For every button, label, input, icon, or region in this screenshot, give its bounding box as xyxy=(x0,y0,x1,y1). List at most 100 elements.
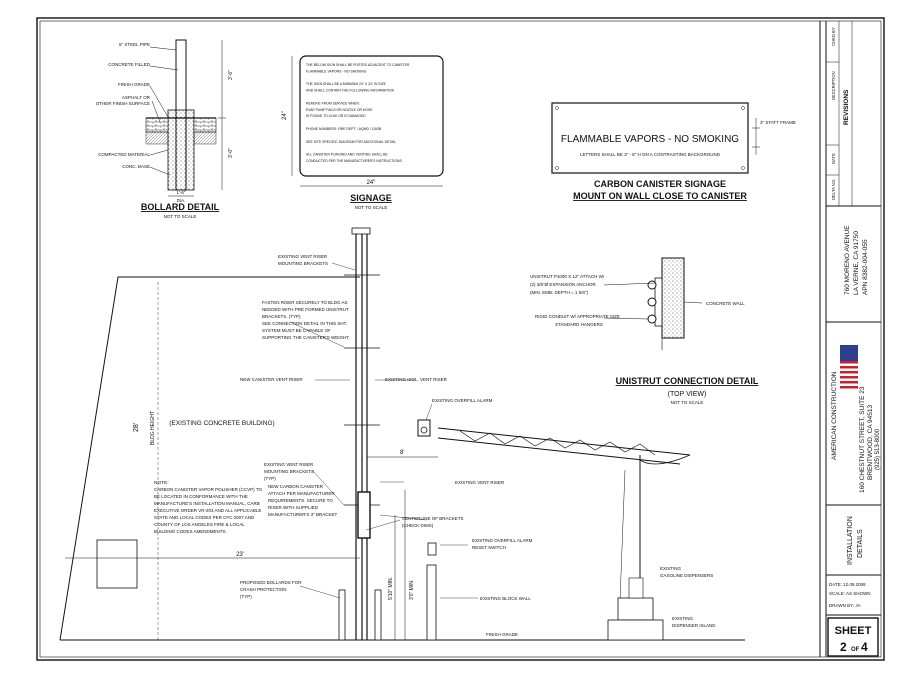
signage-line: ALL CANISTER PURGING AND VENTING SHALL B… xyxy=(306,153,388,157)
elev-bollards-note: PROPOSED BOLLARDS FOR CRASH PROTECTION (… xyxy=(240,580,302,599)
signage-width: 24" xyxy=(367,180,376,186)
elev-dim-23: 23' xyxy=(236,552,244,558)
svg-text:SUPPORTING THE CANISTER'S WEIG: SUPPORTING THE CANISTER'S WEIGHT. xyxy=(262,335,350,340)
outer-border xyxy=(36,17,885,661)
unistrut-wall: CONCRETE WALL xyxy=(706,301,745,306)
bollard-title: BOLLARD DETAIL xyxy=(141,202,220,212)
inner-border xyxy=(39,20,882,658)
svg-text:MANUFACTURER'S 3" BRACKET: MANUFACTURER'S 3" BRACKET xyxy=(268,512,337,517)
signage-line: REMOVE FROM SERVICE WHEN: xyxy=(306,101,360,105)
svg-text:PROPOSED BOLLARDS FOR: PROPOSED BOLLARDS FOR xyxy=(240,580,302,585)
svg-text:CRASH PROTECTION: CRASH PROTECTION xyxy=(240,587,287,592)
rev-col-date: DATE xyxy=(831,153,836,164)
bollard-dim-top: 3'-6" xyxy=(228,70,234,80)
rev-col-desc: DESCRIPTION xyxy=(831,71,836,100)
unistrut-subtitle: (TOP VIEW) xyxy=(668,391,707,398)
bollard-label-asphalt2: OTHER FINISH SURFACE xyxy=(96,101,150,106)
sheet-title2: DETAILS xyxy=(857,529,864,558)
company-phone: (925) 513-8000 xyxy=(875,428,881,470)
note-line: STATE AND LOCAL CODES PER CFC 2007 AND xyxy=(154,515,255,520)
signage-line: IS FOUND TO LEAK OR IS DAMAGED xyxy=(306,114,366,118)
elev-overfill2: RESET SWITCH xyxy=(472,545,506,550)
sheet-label: SHEET xyxy=(835,625,872,637)
company-address2: BRENTWOOD, CA 94513 xyxy=(867,404,874,480)
elev-island1: EXISTING xyxy=(672,616,694,621)
signage-panel xyxy=(291,55,444,187)
canister-sign-title2: MOUNT ON WALL CLOSE TO CANISTER xyxy=(573,191,747,201)
bollard-dim-bottom: 3'-0" xyxy=(228,148,234,158)
elev-vent-riser: EXISTING VENT RISER xyxy=(455,480,505,485)
site-address3: APN 8382-004-055 xyxy=(862,239,869,295)
site-address2: LA VERNE, CA 91750 xyxy=(853,231,860,295)
company-name: AMERICAN CONSTRUCTION xyxy=(831,371,838,460)
elev-existing-vent-riser: EXISTING ISOL. VENT RISER xyxy=(385,377,448,382)
elev-disp2: GASOLINE DISPENSERS xyxy=(660,573,713,578)
unistrut-conduit1: RIGID CONDUIT W/ APPROPRIATE SIZE xyxy=(535,314,620,319)
svg-text:NOTE:: NOTE: xyxy=(154,480,169,486)
unistrut-note2: (2) 3/8"Ø EXPANSION ANCHOR xyxy=(530,282,597,287)
elev-building: (EXISTING CONCRETE BUILDING) xyxy=(169,420,274,427)
signage-line: EVAP PUMP FAILS OR NOZZLE OR HOSE xyxy=(306,108,373,112)
elev-block-wall: EXISTING BLOCK WALL xyxy=(480,596,531,601)
sheet-number: 2 xyxy=(840,640,847,654)
tb-drawn: DRAWN BY: JA xyxy=(829,603,861,608)
svg-text:MOUNTING BRACKETS: MOUNTING BRACKETS xyxy=(264,469,314,474)
elev-dim-8: 8' xyxy=(400,450,404,456)
signage-line: SEE SITE SPECIFIC DIAGRAM FOR ADDITIONAL… xyxy=(306,140,396,144)
rev-col-delta: DELTA NO. xyxy=(831,179,836,200)
signage-scale: NOT TO SCALE xyxy=(355,205,388,210)
unistrut-scale: NOT TO SCALE xyxy=(671,400,704,405)
elev-bldg-dim: 28' xyxy=(133,423,140,432)
elev-new-canister: NEW CARBON CANISTER ATTACH PER MANUFACTU… xyxy=(268,484,337,517)
unistrut-note1: UNISTRUT P1000 X 12" ATTACH W/ xyxy=(530,274,605,279)
canister-sign-title1: CARBON CANISTER SIGNAGE xyxy=(594,179,726,189)
bollard-dim-dia: 1'-6" xyxy=(177,190,186,195)
elevation-drawing xyxy=(59,227,745,641)
unistrut-note3: (MIN. EMB. DEPTH = 1 5/8") xyxy=(530,290,588,295)
note-line: EXECUTIVE ORDER VR-203 AND ALL APPLICABL… xyxy=(154,508,261,513)
svg-text:RISER WITH SUPPLIED: RISER WITH SUPPLIED xyxy=(268,505,319,510)
elev-dim-v2: 3'0" MIN. xyxy=(409,580,415,600)
elev-dim-v1: 5'10" MIN. xyxy=(388,577,394,600)
elev-note: NOTE: CARBON CANISTER VAPOR POLISHER (CC… xyxy=(154,480,263,534)
elev-fasten-note: FASTEN RISER SECURELY TO BLDG AS NEEDED … xyxy=(262,300,350,340)
bollard-dim-dia2: DIA. xyxy=(177,198,186,203)
tb-date: DATE: 12.09.2008 xyxy=(829,582,866,587)
elev-existing-vent: EXISTING VENT RISER xyxy=(278,254,328,259)
svg-text:EXISTING VENT RISER: EXISTING VENT RISER xyxy=(264,462,314,467)
unistrut-detail xyxy=(603,257,703,350)
elev-existing-vent2: MOUNTING BRACKETS xyxy=(278,261,328,266)
signage-line: AND SHALL CONTAIN THE FOLLOWING INFORMAT… xyxy=(306,89,395,93)
signage-line: THE BELOW SIGN SHALL BE POSTED ADJACENT … xyxy=(306,63,410,67)
svg-text:NEEDED WITH PRE FORMED UNISTRU: NEEDED WITH PRE FORMED UNISTRUT xyxy=(262,307,349,312)
canister-sign-panel xyxy=(551,102,749,174)
elev-alarm: EXISTING OVERFILL ALARM xyxy=(432,398,493,403)
note-line: CARBON CANISTER VAPOR POLISHER (CCVP) TO xyxy=(154,487,263,492)
rev-col-chkd: CHKD BY xyxy=(831,27,836,46)
revisions-title: REVISIONS xyxy=(843,89,850,125)
svg-text:SYSTEM MUST BE CAPABLE OF: SYSTEM MUST BE CAPABLE OF xyxy=(262,328,331,333)
elev-centerline1: CENTERLINE OF BRACKETS xyxy=(402,516,464,521)
company-address1: 160 CHESTNUT STREET, SUITE 23 xyxy=(859,386,866,493)
bollard-detail xyxy=(145,39,226,197)
signage-line: CONDUCTED PER THE MANUFACTURER'S INSTRUC… xyxy=(306,159,402,163)
bollard-label-asphalt: ASPHALT OR xyxy=(122,95,151,100)
bollard-label-concrete: CONCRETE FILLED xyxy=(108,62,151,67)
note-line: COUNTY OF LOS ANGELES FIRE & LOCAL xyxy=(154,522,245,527)
note-line: BE LOCATED IN CONFORMANCE WITH THE xyxy=(154,494,248,499)
note-line: MANUFACTURE'S INSTALLATION MANUAL, CARB xyxy=(154,501,260,506)
svg-text:(TYP): (TYP) xyxy=(240,594,252,599)
svg-text:FASTEN RISER SECURELY TO BLDG: FASTEN RISER SECURELY TO BLDG AS xyxy=(262,300,347,305)
bollard-label-pipe: 6" STEEL PIPE xyxy=(119,42,150,47)
tb-scale: SCALE: AS SHOWN xyxy=(829,591,871,596)
elev-centerline2: (CHECK DIMS) xyxy=(402,523,434,528)
bollard-scale: NOT TO SCALE xyxy=(164,214,197,219)
sheet-total: 4 xyxy=(861,640,868,654)
svg-text:NEW CARBON CANISTER: NEW CARBON CANISTER xyxy=(268,484,324,489)
svg-text:REQUIREMENTS. SECURE TO: REQUIREMENTS. SECURE TO xyxy=(268,498,333,503)
note-line: BUILDING CODES AMENDMENTS. xyxy=(154,529,227,534)
signage-line: PHONE NUMBERS: FIRE DEPT. / AQMD / CARB xyxy=(306,127,382,131)
signage-text-block: THE BELOW SIGN SHALL BE POSTED ADJACENT … xyxy=(306,63,410,163)
signage-line: THE SIGN SHALL BE A MINIMUM 24" X 24" IN… xyxy=(306,82,387,86)
